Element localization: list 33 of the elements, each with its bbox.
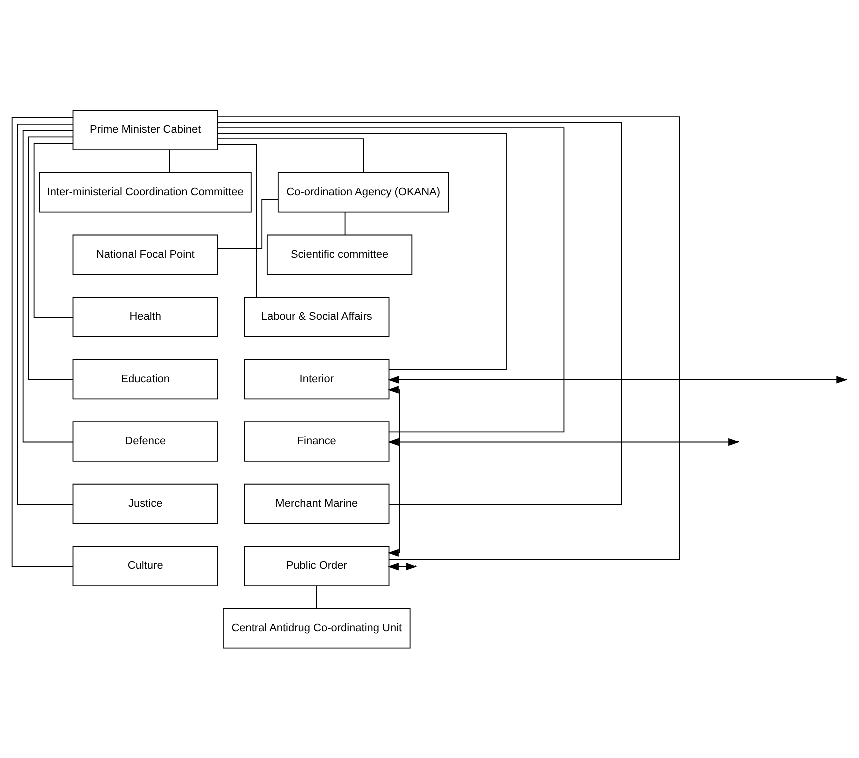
arrow xyxy=(388,386,400,556)
node-box: Merchant Marine xyxy=(244,483,390,524)
connector xyxy=(28,136,74,380)
connector xyxy=(22,130,74,442)
connector xyxy=(218,138,364,173)
connector xyxy=(169,149,170,173)
node-box: Finance xyxy=(244,421,390,462)
connector xyxy=(218,127,565,432)
connector xyxy=(218,132,507,370)
node-box: Education xyxy=(72,358,218,400)
connector xyxy=(12,117,74,567)
node-box: Scientific committee xyxy=(266,234,413,275)
connector xyxy=(218,144,258,298)
connector xyxy=(34,142,74,318)
node-box: National Focal Point xyxy=(72,234,218,275)
connector xyxy=(218,122,622,504)
node-box: Labour & Social Affairs xyxy=(244,296,390,337)
connector xyxy=(218,198,279,249)
node-box: Justice xyxy=(72,483,218,524)
node-box: Inter-ministerial Coordination Committee xyxy=(39,172,252,212)
connector xyxy=(344,211,346,236)
node-box: Health xyxy=(72,296,218,337)
node-box: Culture xyxy=(72,546,218,586)
node-box: Defence xyxy=(72,421,218,462)
connector xyxy=(316,585,318,609)
node-box: Prime Minister Cabinet xyxy=(72,110,218,150)
node-box: Co-ordination Agency (OKANA) xyxy=(278,172,450,212)
connector xyxy=(218,116,680,560)
arrow xyxy=(388,438,740,446)
connector xyxy=(17,123,74,504)
node-box: Central Antidrug Co-ordinating Unit xyxy=(223,608,411,648)
node-box: Public Order xyxy=(244,546,390,586)
node-box: Interior xyxy=(244,358,390,400)
